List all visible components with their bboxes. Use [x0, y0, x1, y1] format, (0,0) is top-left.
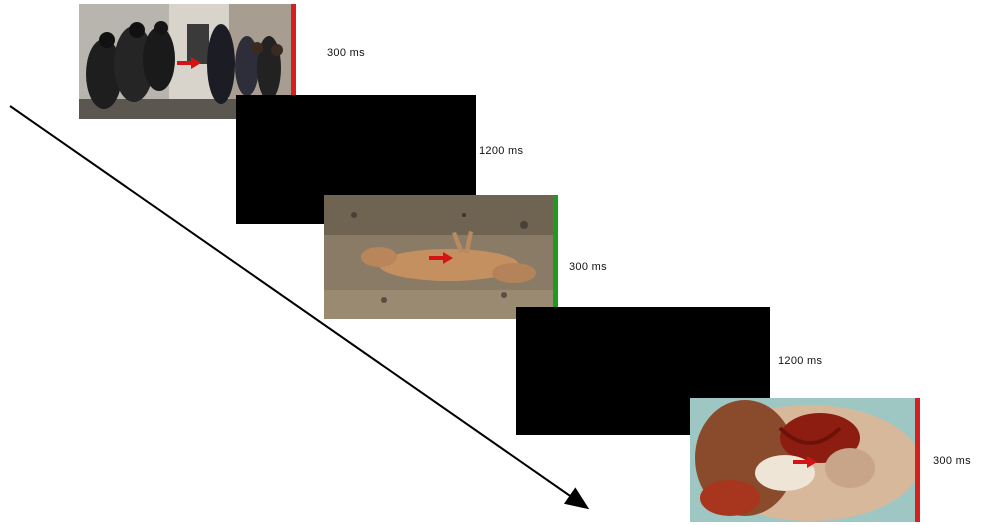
stimulus-photo-injured-face [690, 398, 920, 522]
right-arrow-icon [429, 252, 453, 264]
unpleasant-color-bar [915, 398, 920, 522]
duration-label: 300 ms [569, 261, 607, 273]
right-arrow-icon [177, 57, 201, 69]
duration-label: 1200 ms [479, 145, 523, 157]
stimulus-photo-dead-animal [324, 195, 558, 319]
duration-label: 300 ms [327, 47, 365, 59]
duration-label: 300 ms [933, 455, 971, 467]
duration-label: 1200 ms [778, 355, 822, 367]
neutral-color-bar [553, 195, 558, 319]
right-arrow-icon [793, 456, 817, 468]
